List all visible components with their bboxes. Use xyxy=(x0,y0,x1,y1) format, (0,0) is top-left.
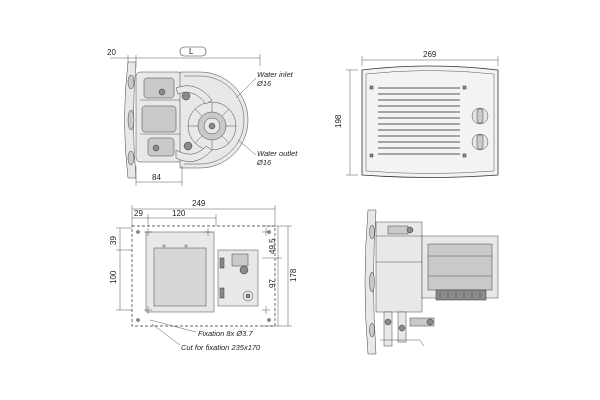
front-view: 269 198 xyxy=(334,50,499,178)
fan-wheel xyxy=(187,101,237,151)
water-outlet-label: Water outlet xyxy=(257,149,298,158)
dim-l: L xyxy=(189,47,194,56)
dim-120: 120 xyxy=(172,209,186,218)
water-outlet-size: Ø16 xyxy=(256,158,272,167)
dim-178: 178 xyxy=(289,268,298,282)
dim-84: 84 xyxy=(152,173,161,182)
fixation-label: Fixation 8x Ø3.7 xyxy=(198,329,253,338)
side-view xyxy=(364,209,499,355)
top-view: 20 L xyxy=(107,46,298,186)
dim-20: 20 xyxy=(107,48,116,57)
dim-249: 249 xyxy=(192,199,206,208)
control-knobs xyxy=(471,107,489,151)
rear-view: 249 29 120 39 100 xyxy=(109,199,298,352)
dim-97: 97 xyxy=(268,279,277,288)
dim-100: 100 xyxy=(109,270,118,284)
grille xyxy=(378,87,460,155)
water-inlet-label: Water inlet xyxy=(257,70,294,79)
cutout-label: Cut for fixation 235x170 xyxy=(181,343,261,352)
water-inlet-size: Ø16 xyxy=(256,79,272,88)
dim-269: 269 xyxy=(423,50,437,59)
dim-198: 198 xyxy=(334,114,343,128)
dim-39: 39 xyxy=(109,236,118,245)
dim-49-5: 49.5 xyxy=(268,238,277,254)
dim-29: 29 xyxy=(134,209,143,218)
